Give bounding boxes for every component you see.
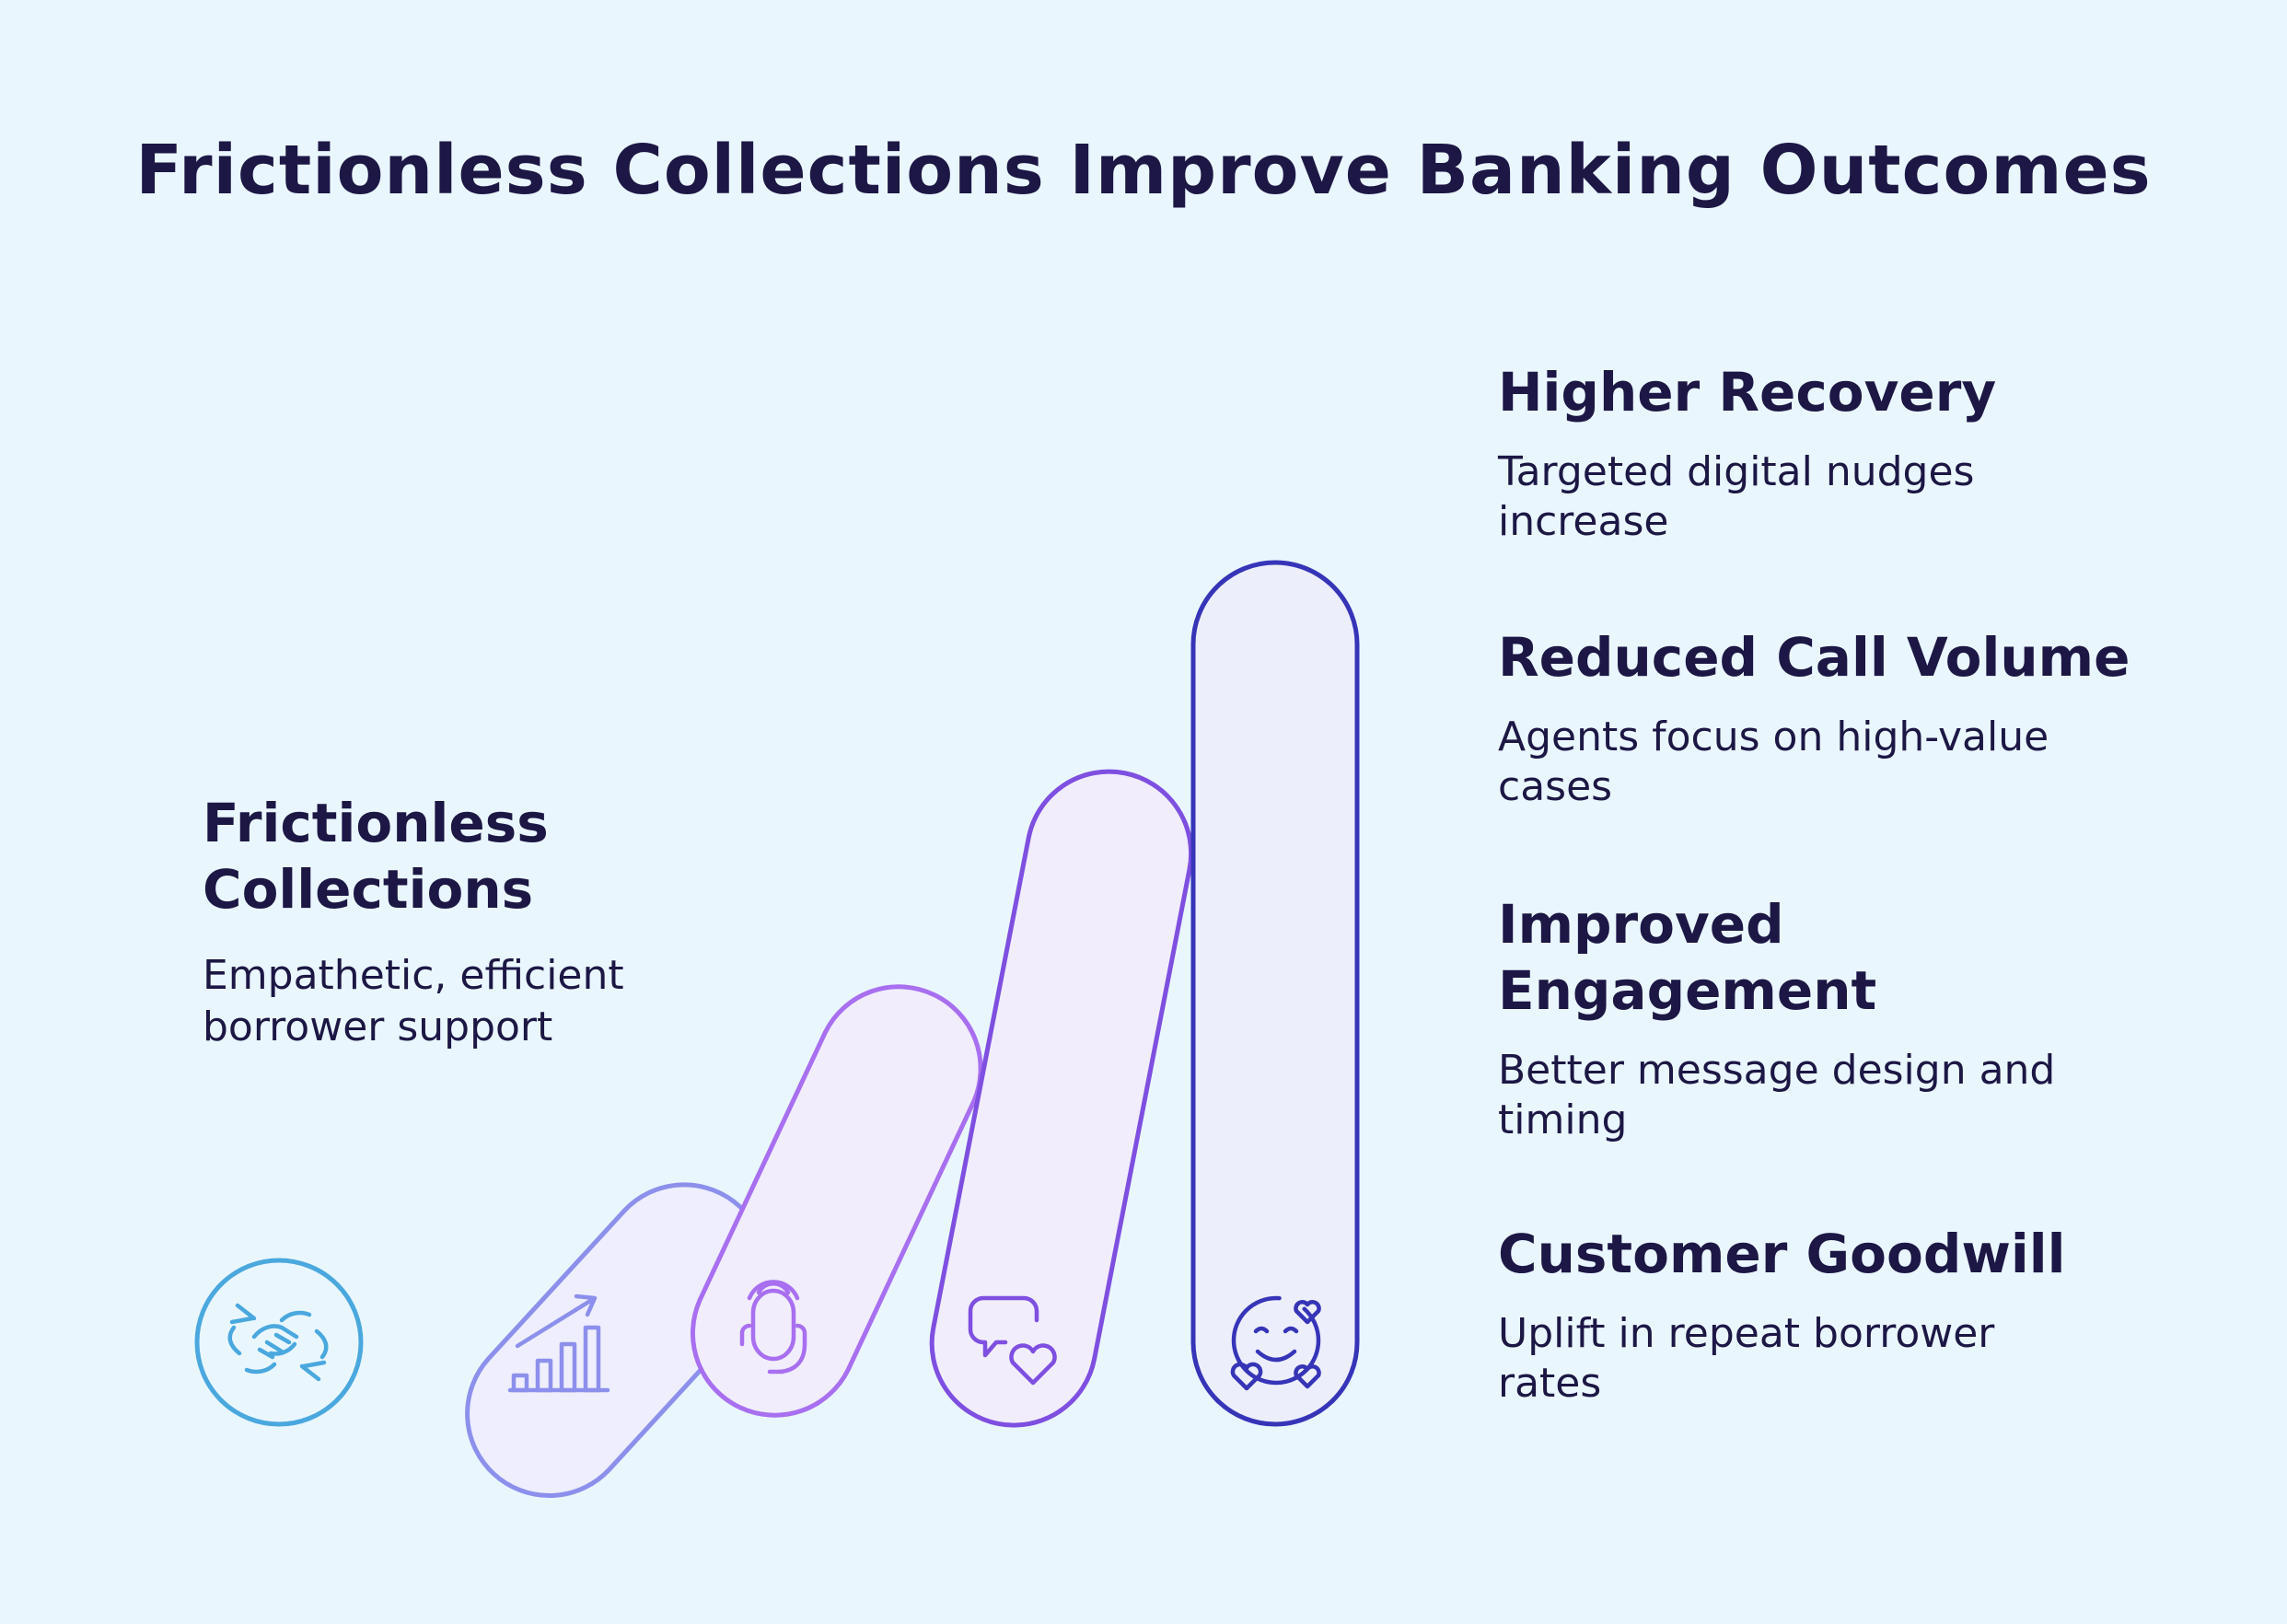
outcome-heading-line1: Improved xyxy=(1498,893,1784,956)
growth-chart-icon xyxy=(507,1293,610,1393)
bar-reduced-call-volume xyxy=(690,984,983,1418)
outcome-desc-line1: Better message design and xyxy=(1498,1047,2056,1094)
bar-higher-recovery xyxy=(465,1182,769,1498)
outcome-description: Agents focus on high-value cases xyxy=(1498,713,2198,812)
outcome-heading: Customer Goodwill xyxy=(1498,1221,2198,1287)
source-heading-line1: Frictionless xyxy=(203,792,549,854)
outcome-desc-line2: timing xyxy=(1498,1096,1628,1143)
outcome-desc-line1: Agents focus on high-value xyxy=(1498,713,2049,760)
outcome-desc-line1: Uplift in repeat borrower xyxy=(1498,1310,1995,1357)
handshake-icon xyxy=(227,1303,329,1382)
bar-customer-goodwill xyxy=(1190,560,1360,1427)
outcome-heading: Improved Engagement xyxy=(1498,891,2198,1024)
outcome-heading-line1: Higher Recovery xyxy=(1498,361,1997,423)
outcome-improved-engagement: Improved Engagement Better message desig… xyxy=(1498,891,2198,1145)
chat-heart-icon xyxy=(968,1295,1057,1386)
headset-icon xyxy=(739,1280,807,1375)
outcome-heading: Higher Recovery xyxy=(1498,359,2198,425)
outcome-higher-recovery: Higher Recovery Targeted digital nudges … xyxy=(1498,359,2198,547)
source-description: Empathetic, efficient borrower support xyxy=(203,950,718,1053)
source-block: Frictionless Collections Empathetic, eff… xyxy=(203,790,718,1053)
source-desc-line1: Empathetic, efficient xyxy=(203,952,624,999)
outcome-desc-line2: cases xyxy=(1498,763,1613,810)
outcome-desc-line2: increase xyxy=(1498,498,1669,545)
outcome-heading: Reduced Call Volume xyxy=(1498,624,2198,690)
source-desc-line2: borrower support xyxy=(203,1003,553,1050)
source-circle xyxy=(194,1258,364,1427)
outcome-description: Better message design and timing xyxy=(1498,1046,2198,1145)
bar-improved-engagement xyxy=(929,769,1194,1428)
outcome-customer-goodwill: Customer Goodwill Uplift in repeat borro… xyxy=(1498,1221,2198,1409)
outcome-reduced-call-volume: Reduced Call Volume Agents focus on high… xyxy=(1498,624,2198,812)
source-heading-line2: Collections xyxy=(203,858,534,921)
outcome-heading-line1: Reduced Call Volume xyxy=(1498,626,2130,689)
outcome-heading-line1: Customer Goodwill xyxy=(1498,1223,2066,1285)
outcome-desc-line2: rates xyxy=(1498,1360,1602,1407)
page-title: Frictionless Collections Improve Banking… xyxy=(135,131,2152,210)
smile-hearts-icon xyxy=(1230,1295,1321,1391)
outcome-heading-line2: Engagement xyxy=(1498,959,1877,1022)
source-heading: Frictionless Collections xyxy=(203,790,718,922)
outcome-description: Targeted digital nudges increase xyxy=(1498,447,2198,547)
outcome-description: Uplift in repeat borrower rates xyxy=(1498,1309,2198,1409)
outcome-desc-line1: Targeted digital nudges xyxy=(1498,448,1975,495)
